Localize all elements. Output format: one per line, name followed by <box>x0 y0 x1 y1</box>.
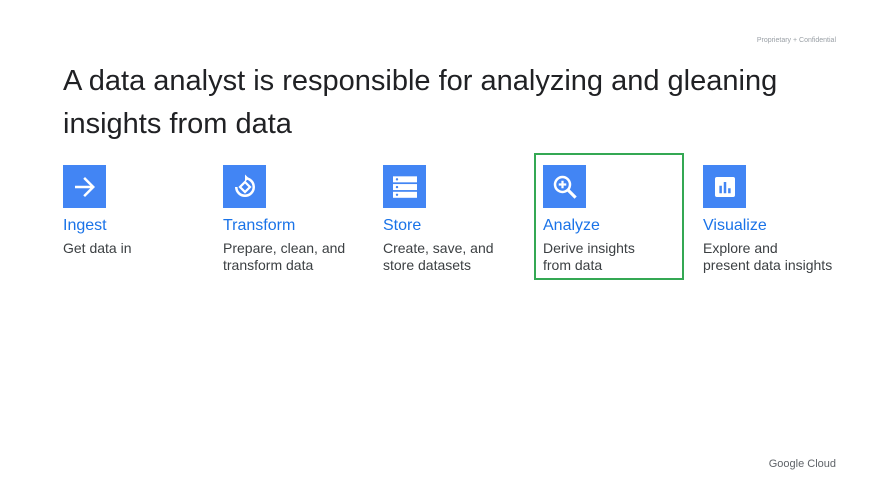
step-analyze: Analyze Derive insights from data <box>543 165 693 274</box>
step-transform: Transform Prepare, clean, and transform … <box>223 165 373 274</box>
step-ingest: Ingest Get data in <box>63 165 213 257</box>
step-name: Ingest <box>63 217 107 234</box>
step-name: Store <box>383 217 422 234</box>
step-description: Get data in <box>63 240 132 256</box>
storage-icon <box>383 165 426 208</box>
arrow-right-icon <box>63 165 106 208</box>
confidential-label: Proprietary + Confidential <box>756 37 836 44</box>
page-title: A data analyst is responsible for analyz… <box>63 65 778 140</box>
step-description: Prepare, clean, and transform data <box>223 240 346 273</box>
step-name: Transform <box>223 217 296 234</box>
google-cloud-logo: Google Cloud <box>768 458 836 470</box>
bar-chart-icon <box>703 165 746 208</box>
step-name: Analyze <box>543 217 600 234</box>
step-name: Visualize <box>703 217 767 234</box>
step-description: Derive insights from data <box>543 240 635 273</box>
step-description: Explore and present data insights <box>703 240 833 273</box>
step-visualize: Visualize Explore and present data insig… <box>703 165 853 274</box>
analyze-highlight-box <box>534 153 684 280</box>
step-store: Store Create, save, and store datasets <box>383 165 533 274</box>
step-description: Create, save, and store datasets <box>383 240 494 273</box>
zoom-in-icon <box>543 165 586 208</box>
transform-icon <box>223 165 266 208</box>
